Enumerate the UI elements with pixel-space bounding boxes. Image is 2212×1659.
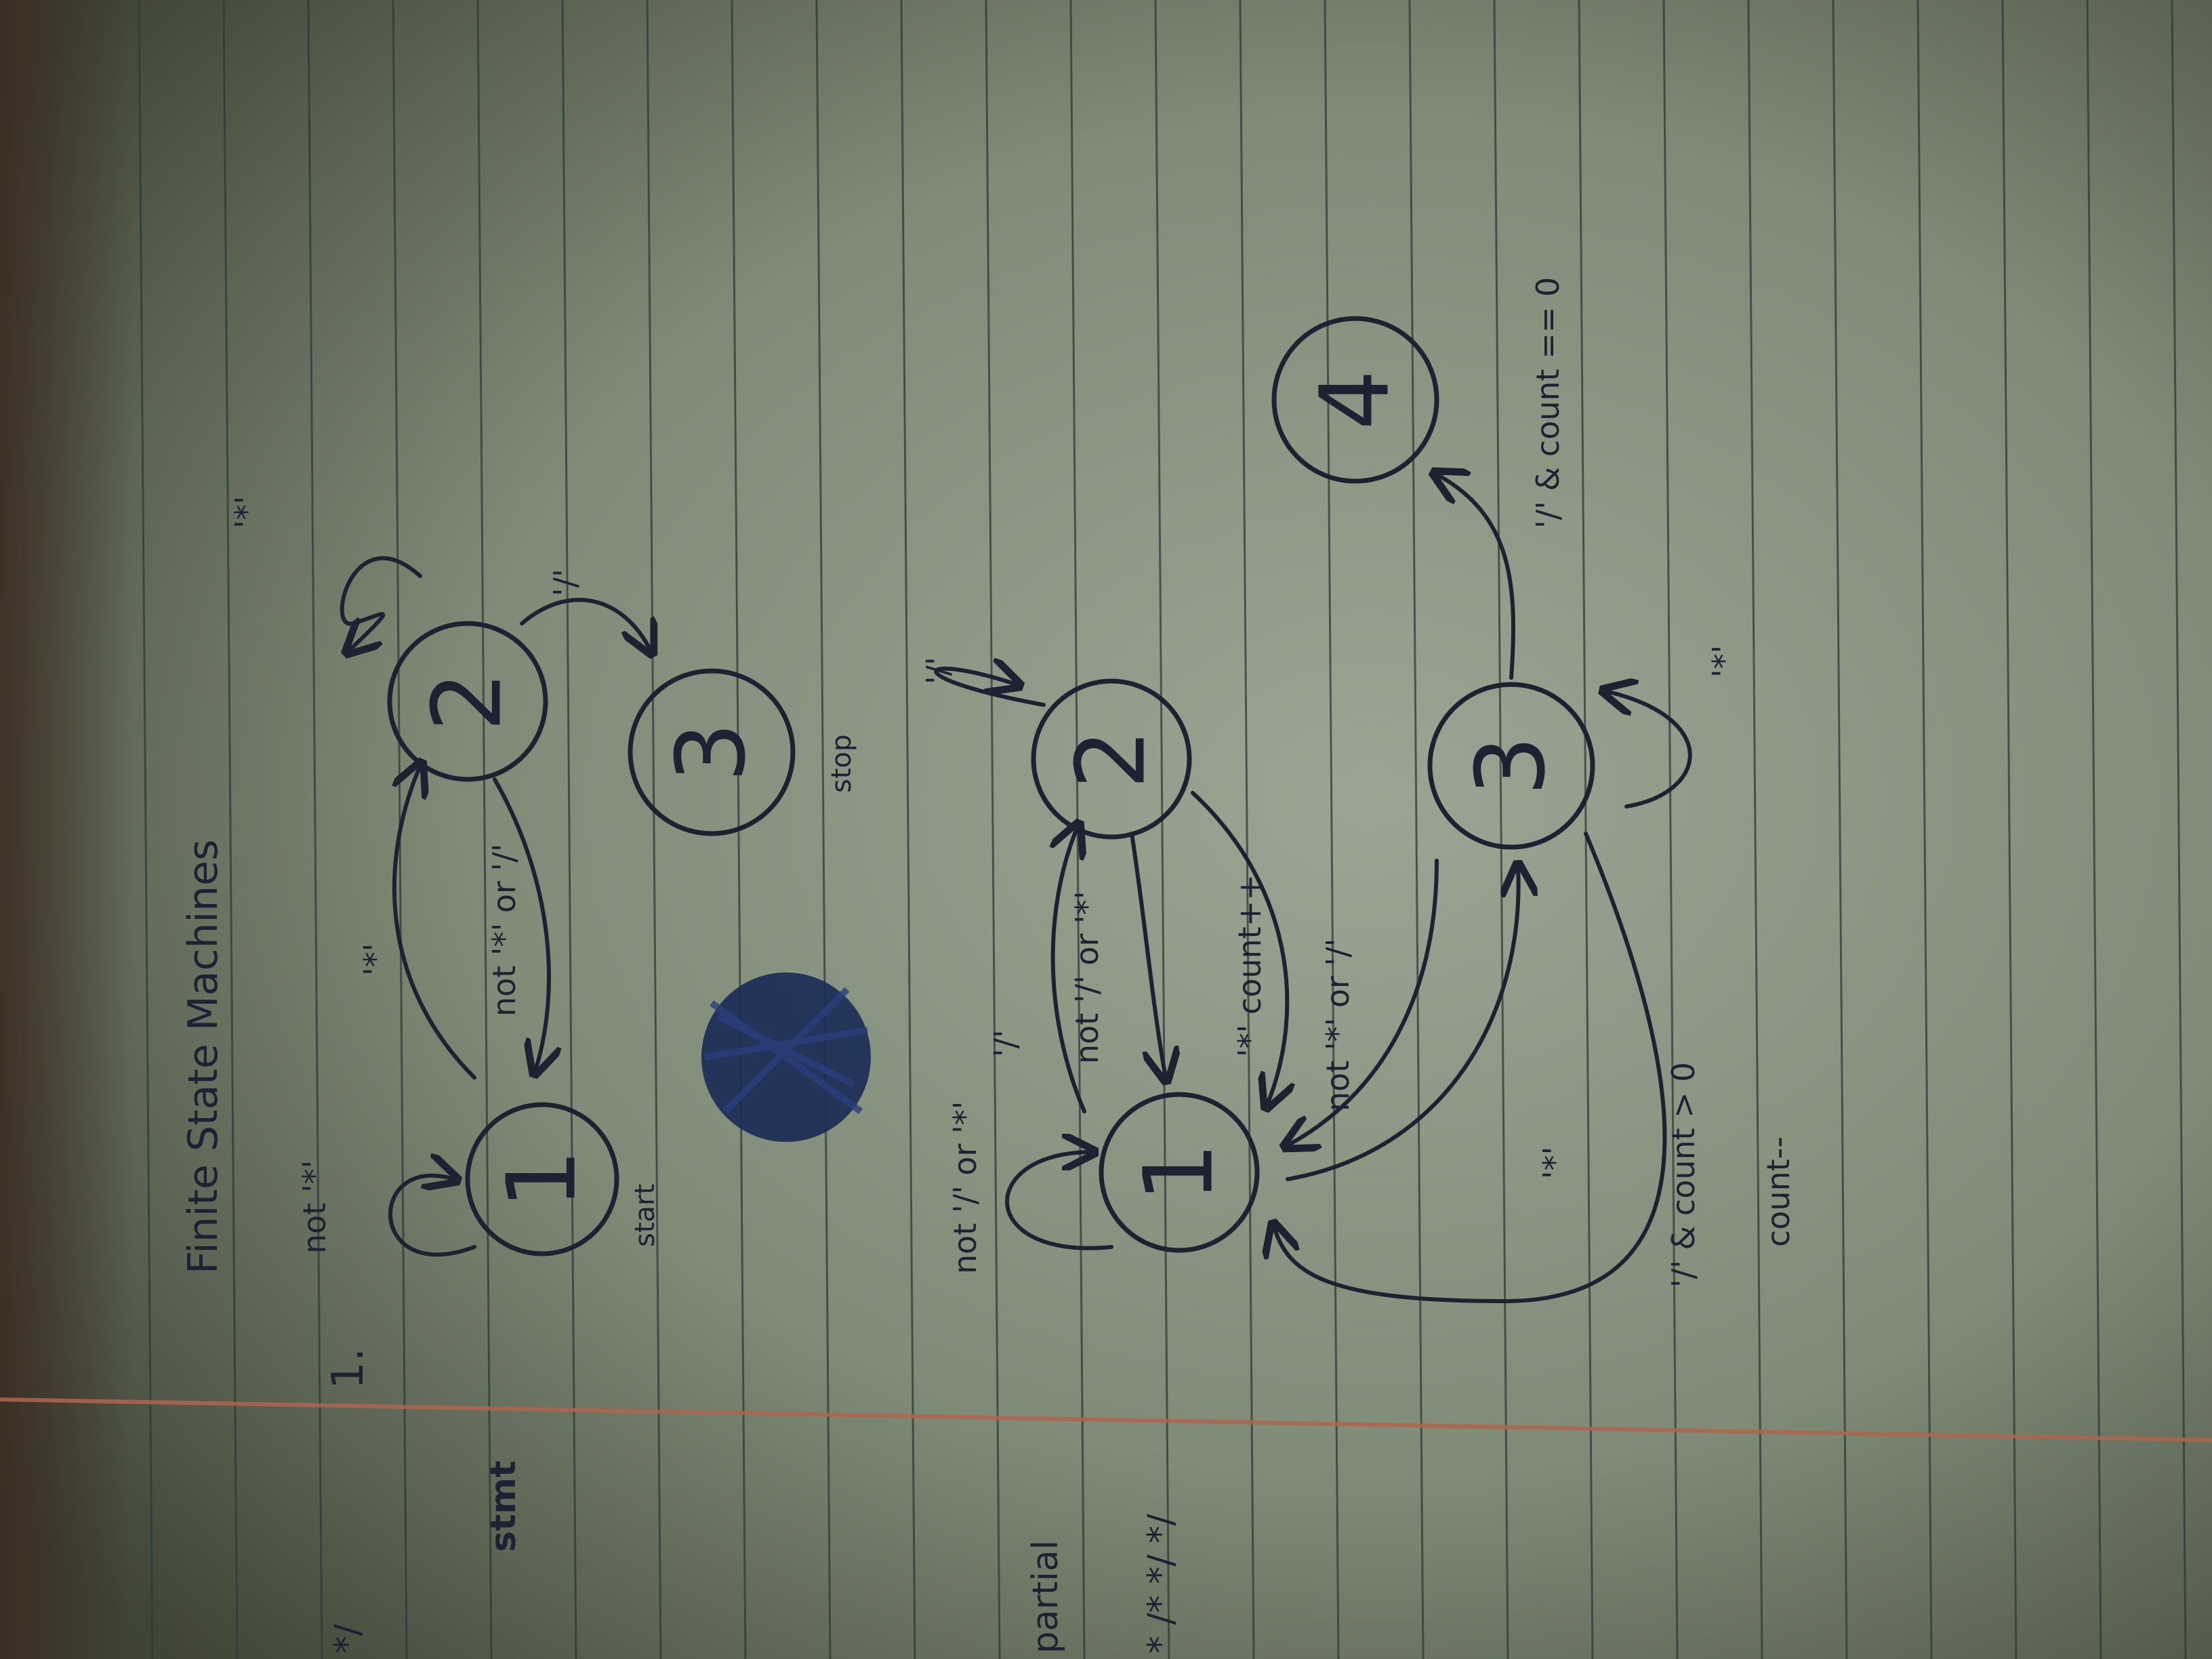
state-bot-3: 3 bbox=[1427, 682, 1595, 850]
state-bot-1: 1 bbox=[1099, 1092, 1260, 1253]
edge-bot-3-to-1-count-label: '/' & count > 0 bbox=[1665, 1062, 1702, 1288]
edge-top-1-to-2-label: '*' bbox=[357, 943, 394, 976]
edge-bot-2-loop-label: '/' bbox=[920, 657, 956, 684]
edge-bot-3-to-1 bbox=[1288, 859, 1439, 1145]
margin-note-3: partial bbox=[1025, 1540, 1066, 1654]
edge-bot-1-to-2 bbox=[1053, 827, 1084, 1113]
state-bot-3-label: 3 bbox=[1456, 735, 1567, 796]
edge-top-1-to-2 bbox=[394, 766, 476, 1080]
ruled-lines bbox=[138, 0, 2187, 1659]
edge-top-1-loop-label: not '*' bbox=[296, 1160, 333, 1254]
edge-top-2-loop-label: '*' bbox=[228, 496, 265, 529]
margin-note-2: stmt bbox=[483, 1460, 524, 1552]
state-top-1: 1 bbox=[465, 1102, 619, 1256]
edge-bot-1-loop-label: not '/' or '*' bbox=[947, 1101, 983, 1274]
state-top-1-note: start bbox=[630, 1184, 661, 1247]
state-bot-4: 4 bbox=[1271, 316, 1439, 484]
state-bot-2: 2 bbox=[1031, 678, 1192, 840]
state-top-2-label: 2 bbox=[413, 671, 523, 731]
edge-bot-1-to-3-label: '*' bbox=[1536, 1147, 1573, 1179]
edge-bot-3-loop-label: '*' bbox=[1706, 645, 1742, 678]
edge-bot-3-to-1-label: not '*' or '/' bbox=[1319, 939, 1356, 1111]
edge-top-1-loop bbox=[388, 1176, 476, 1257]
margin-note-4: * /* */ */ bbox=[1141, 1513, 1181, 1654]
edge-top-2-to-3 bbox=[520, 598, 651, 651]
edge-bot-3-to-1-count-note: count-- bbox=[1760, 1136, 1797, 1247]
state-bot-2-label: 2 bbox=[1057, 729, 1167, 789]
page-header: Finite State Machines 1. bbox=[180, 840, 373, 1389]
state-top-2: 2 bbox=[387, 621, 548, 782]
edge-bot-2-to-3 bbox=[1191, 791, 1287, 1105]
diagram-top: 1 2 3 start stop not '*' '*' not '*' or … bbox=[228, 496, 857, 1257]
diagram-bottom: 1 2 3 4 not '/' or '*' '/' not '/' or '*… bbox=[920, 277, 1797, 1304]
state-bot-4-label: 4 bbox=[1300, 369, 1411, 430]
edge-bot-3-to-1-count bbox=[1274, 832, 1667, 1304]
edge-bot-3-to-4 bbox=[1437, 474, 1515, 680]
edge-bot-2-to-1 bbox=[1130, 832, 1166, 1078]
margin-notes: */ stmt partial * /* */ */ bbox=[327, 1460, 1181, 1654]
edge-bot-2-to-1-label: not '/' or '*' bbox=[1069, 891, 1105, 1064]
state-top-3-note: stop bbox=[826, 735, 857, 793]
margin-line bbox=[0, 1397, 2212, 1442]
edge-bot-3-to-4-label: '/' & count == 0 bbox=[1530, 277, 1566, 529]
edge-bot-2-loop bbox=[934, 669, 1046, 707]
edge-top-2-to-1-label: not '*' or '/' bbox=[486, 844, 523, 1017]
state-top-1-label: 1 bbox=[487, 1149, 598, 1209]
margin-note-1: */ bbox=[327, 1624, 368, 1654]
edge-top-2-to-3-label: '/' bbox=[547, 569, 583, 596]
state-top-3-label: 3 bbox=[657, 722, 767, 782]
edge-bot-1-loop bbox=[1005, 1152, 1113, 1250]
problem-number: 1. bbox=[323, 1348, 373, 1389]
edge-bot-3-loop bbox=[1606, 691, 1692, 808]
scribbled-out-mark bbox=[701, 972, 871, 1142]
page-title: Finite State Machines bbox=[180, 840, 227, 1274]
state-bot-1-label: 1 bbox=[1124, 1142, 1235, 1202]
edge-top-2-loop bbox=[342, 556, 422, 651]
edge-bot-1-to-2-label: '/' bbox=[987, 1029, 1024, 1057]
edge-bot-1-to-3 bbox=[1286, 867, 1519, 1181]
edge-top-2-to-1 bbox=[493, 777, 549, 1071]
state-top-3: 3 bbox=[628, 668, 796, 836]
edge-bot-2-to-3-label: '*' count++ bbox=[1231, 874, 1268, 1057]
